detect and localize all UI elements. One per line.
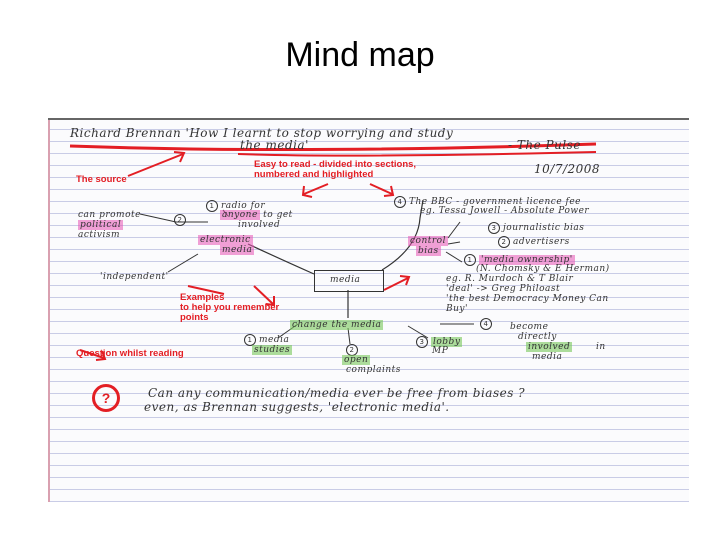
- question-line1: Can any communication/media ever be free…: [148, 386, 526, 400]
- complaints-line1: open: [342, 355, 371, 365]
- slide-title: Mind map: [285, 36, 435, 74]
- ownership-line5: 'the best Democracy Money Can: [446, 294, 609, 304]
- arrow-examples-left: [187, 285, 225, 295]
- complaints-line2: complaints: [346, 365, 401, 375]
- change-the-media: change the media: [290, 320, 384, 330]
- number-circle: 1: [206, 200, 218, 212]
- annotation-examples-line3: points: [180, 312, 209, 323]
- involved-line5: media: [532, 352, 563, 362]
- bbc-line2: eg. Tessa Jowell - Absolute Power: [420, 206, 590, 216]
- ownership-line2: (N. Chomsky & E Herman): [476, 264, 610, 274]
- arrow-source: [127, 153, 184, 177]
- annotation-question: Question whilst reading: [76, 348, 184, 359]
- arrow-examples: [253, 285, 274, 305]
- independent: 'independent': [100, 272, 169, 282]
- involved-line4: in: [596, 342, 606, 352]
- annotation-easy-line2: numbered and highlighted: [254, 169, 374, 180]
- promote-line2: political: [78, 220, 124, 230]
- header-line2: the media': [240, 138, 309, 152]
- number-4-bottom: 4: [480, 318, 495, 330]
- arrow-left: [303, 183, 329, 195]
- involved-line3: involved: [526, 342, 573, 352]
- branch-line-control: [381, 199, 424, 271]
- radio-line2: anyone to get: [220, 210, 293, 220]
- involved-line2: directly: [518, 332, 557, 342]
- header-source-title: - The Pulse: [508, 138, 581, 152]
- studies-line2: studies: [252, 345, 293, 355]
- annotation-source: The source: [76, 174, 127, 185]
- question-mark-icon: ?: [92, 384, 120, 412]
- date: 10/7/2008: [534, 162, 601, 176]
- promote-line1: can promote: [78, 210, 141, 220]
- ownership-line3: eg. R. Murdoch & T Blair: [446, 274, 574, 284]
- ownership-line4: 'deal' -> Greg Philoast: [446, 284, 561, 294]
- annotation-easy-line1: Easy to read - divided into sections,: [254, 159, 417, 170]
- involved-line1: become: [510, 322, 549, 332]
- arrow-question: [79, 349, 105, 359]
- promote-line3: activism: [78, 230, 121, 240]
- branch-electronic-line2: media: [220, 245, 255, 255]
- notebook-page: Richard Brennan 'How I learnt to stop wo…: [48, 118, 689, 502]
- arrow-media: [383, 277, 409, 291]
- control-line2: bias: [416, 246, 441, 256]
- number-2-left: 2: [174, 214, 189, 226]
- header-line1: Richard Brennan 'How I learnt to stop wo…: [70, 126, 454, 140]
- header-underline-2: [237, 151, 597, 157]
- annotation-examples-line1: Examples: [180, 292, 225, 303]
- annotation-examples-line2: to help you remember: [180, 302, 280, 313]
- branch-line-electronic: [247, 243, 315, 275]
- arrow-right: [369, 183, 393, 195]
- question-line2: even, as Brennan suggests, 'electronic m…: [144, 400, 450, 414]
- header-underline: [69, 142, 597, 152]
- radio-line3: involved: [238, 220, 281, 230]
- center-label: media: [330, 275, 361, 285]
- ownership-line6: Buy': [446, 304, 468, 314]
- center-node: [314, 270, 384, 292]
- ownership-line1: 1'media ownership': [464, 254, 575, 266]
- branch-electronic-line1: electronic: [198, 235, 253, 245]
- control-line1: control: [408, 236, 448, 246]
- lobby-line2: MP: [432, 346, 449, 356]
